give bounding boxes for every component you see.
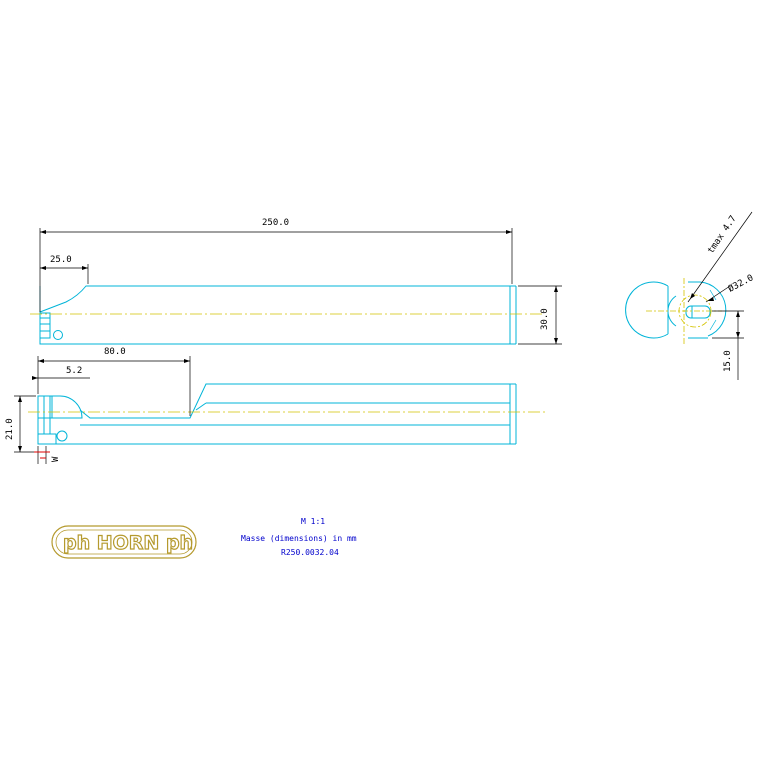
dim-shank-height: 30.0: [540, 308, 550, 330]
end-dim-arrows: [690, 293, 740, 338]
dim-cut-length: 80.0: [104, 347, 126, 357]
bottom-view: [37, 383, 517, 445]
dim-offset: 5.2: [66, 366, 82, 376]
top-dimensions: [39, 228, 562, 345]
end-circle-outer: [625, 281, 669, 339]
dim-center-height: 15.0: [723, 350, 733, 372]
dim-overall-length: 250.0: [262, 218, 289, 228]
units-text: Masse (dimensions) in mm: [241, 534, 357, 543]
shank-outline: [39, 285, 511, 345]
dim-bore-diameter: Ø32.0: [726, 272, 755, 294]
red-marks: [34, 451, 50, 459]
end-inner-arc: [667, 295, 677, 327]
dim-height-21: 21.0: [5, 418, 15, 440]
top-dim-arrows: [40, 230, 558, 344]
plan-clamp-screw: [56, 430, 68, 442]
plan-outline: [37, 383, 511, 445]
dim-tmax: tmax 4.7: [706, 214, 739, 256]
top-view: [39, 285, 517, 345]
head-dome: [51, 395, 83, 419]
insert-slot: [39, 312, 51, 339]
bottom-dim-arrows: [18, 359, 190, 452]
end-centerlines: [646, 278, 722, 346]
scale-text: M 1:1: [301, 517, 325, 526]
dim-small-mark: W: [51, 456, 61, 462]
dim-head-length: 25.0: [50, 255, 72, 265]
logo-frame: [51, 525, 197, 559]
bottom-dimensions: [14, 356, 191, 464]
end-dimensions: [687, 211, 753, 380]
logo-text: ph HORN ph: [63, 532, 193, 554]
part-number: R250.0032.04: [281, 548, 339, 557]
title-block: M 1:1 Masse (dimensions) in mm R250.0032…: [241, 517, 357, 557]
end-insert: [685, 305, 711, 319]
end-circle-right: [699, 281, 727, 337]
clamp-screw: [53, 330, 63, 340]
end-view: [625, 281, 727, 339]
horn-logo: ph HORN ph: [51, 525, 197, 559]
